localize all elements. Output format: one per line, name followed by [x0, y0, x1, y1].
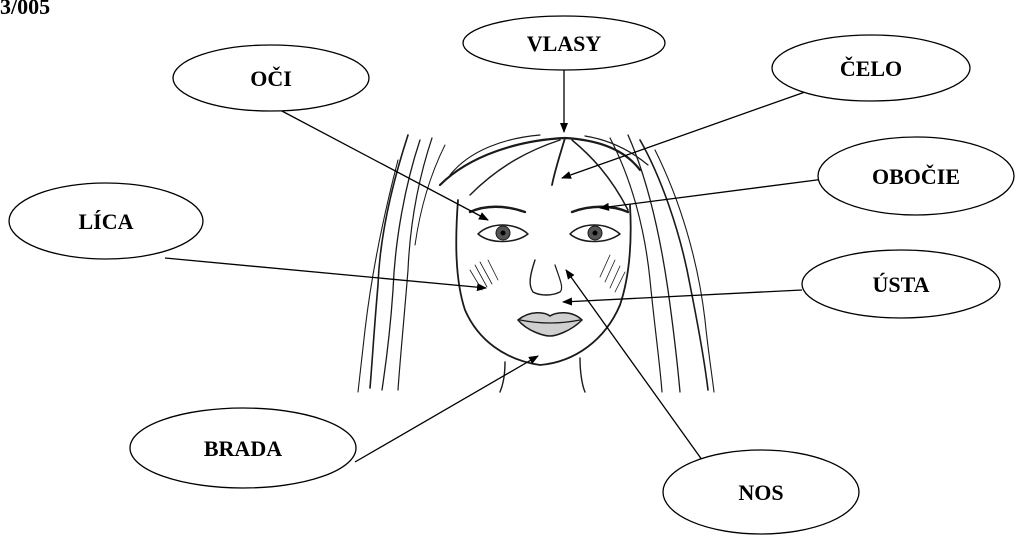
label-vlasy-text: VLASY	[527, 31, 602, 56]
label-nos: NOS	[663, 450, 859, 534]
arrow-brada	[355, 356, 538, 462]
label-usta: ÚSTA	[802, 250, 1000, 318]
label-nos-text: NOS	[738, 480, 783, 505]
arrow-usta	[563, 290, 802, 302]
label-oci-text: OČI	[250, 66, 292, 91]
label-vlasy: VLASY	[463, 16, 665, 70]
arrow-lica	[165, 258, 486, 288]
label-usta-text: ÚSTA	[872, 272, 929, 297]
label-lica-text: LÍCA	[78, 209, 133, 234]
label-obocie-text: OBOČIE	[872, 164, 960, 189]
label-obocie: OBOČIE	[818, 137, 1014, 215]
label-brada-text: BRADA	[204, 436, 282, 461]
arrow-oci	[280, 110, 488, 220]
label-brada: BRADA	[130, 408, 356, 488]
label-lica: LÍCA	[9, 183, 203, 259]
label-celo: ČELO	[772, 35, 970, 101]
label-celo-text: ČELO	[840, 56, 902, 81]
label-oci: OČI	[173, 45, 369, 111]
face-sketch	[358, 135, 714, 392]
arrow-obocie	[600, 178, 832, 208]
arrow-celo	[562, 92, 805, 178]
